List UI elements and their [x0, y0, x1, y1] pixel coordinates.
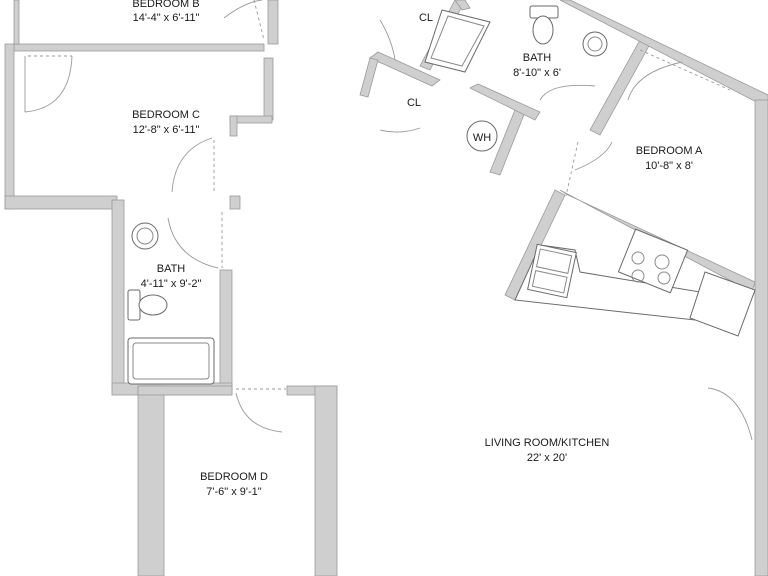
door-bedroom-a-opening: [639, 49, 731, 91]
closet-top-label: CL: [419, 12, 433, 24]
wall-bedroom-c-bottom: [4, 195, 118, 210]
bedroom-d-name: BEDROOM D: [200, 471, 268, 483]
bathtub-top: [424, 9, 491, 73]
water-heater: [466, 120, 498, 152]
kitchen-sink: [527, 243, 577, 299]
room-labels: BEDROOM B 14'-4" x 6'-11" BEDROOM C 12'-…: [132, 0, 703, 498]
door-bedroom-c-swing: [24, 55, 73, 113]
stove-burner-2: [654, 254, 670, 270]
door-bedroom-d: [235, 392, 283, 433]
wall-bedroom-d-left: [137, 385, 165, 576]
sink-left: [131, 222, 159, 250]
bedroom-c-name: BEDROOM C: [132, 109, 200, 121]
bath-left-name: BATH: [157, 263, 186, 275]
door-closet-c: [171, 137, 213, 193]
wall-bedroom-b-left: [13, 0, 20, 45]
toilet-top-bowl: [532, 15, 554, 45]
wall-closet-mid-top: [369, 51, 441, 87]
living-room-size: 22' x 20': [527, 452, 567, 464]
living-room-name: LIVING ROOM/KITCHEN: [485, 437, 610, 449]
kitchen-sink-basin-1: [535, 248, 573, 274]
bedroom-a-size: 10'-8" x 8': [645, 160, 693, 172]
bedroom-c-size: 12'-8" x 6'-11": [133, 124, 200, 136]
bedroom-d-size: 7'-6" x 9'-1": [206, 486, 262, 498]
closet-mid-label: CL: [407, 97, 421, 109]
toilet-left-bowl: [138, 294, 168, 316]
bathtub-left-inner: [132, 342, 210, 380]
wall-bath-top-bottom: [469, 83, 541, 121]
wall-bedroom-d-top-left: [137, 385, 233, 396]
sink-top: [582, 31, 608, 57]
wall-bedroom-d-right: [314, 385, 338, 576]
door-closet-top: [379, 19, 396, 61]
wall-bath-left-right: [219, 269, 233, 386]
wall-bath-left-top-right: [229, 195, 241, 210]
water-heater-label: WH: [473, 132, 491, 144]
bedroom-b-size: 14'-4" x 6'-11": [133, 12, 200, 24]
doors: [24, 0, 753, 441]
bath-top-size: 8'-10" x 6': [513, 67, 561, 79]
wall-bedroom-c-step-v: [229, 115, 238, 137]
wall-bath-left-left: [111, 199, 125, 391]
door-bath-left: [167, 217, 219, 269]
wall-bath-top-left: [454, 0, 471, 11]
bathtub-top-inner: [430, 15, 485, 67]
wall-bedroom-b-bottom: [13, 43, 265, 52]
bathtub-left: [127, 337, 215, 385]
sink-left-inner: [136, 227, 154, 245]
door-bedroom-a-entry: [574, 141, 613, 171]
door-living-right: [707, 387, 753, 441]
fixtures: [127, 5, 756, 385]
wall-bedroom-c-right: [263, 57, 274, 121]
kitchen-sink-basin-2: [531, 270, 568, 294]
refrigerator: [689, 271, 756, 337]
door-bath-top: [539, 84, 596, 101]
door-bedroom-a: [627, 61, 683, 101]
bedroom-a-name: BEDROOM A: [636, 145, 703, 157]
door-bedroom-b: [223, 0, 263, 19]
toilet-left-tank: [127, 289, 141, 321]
wall-closet-mid-left: [359, 57, 379, 98]
stove-burner-4: [657, 271, 671, 285]
bedroom-b-name: BEDROOM B: [132, 0, 199, 10]
wall-top-left-corner: [267, 0, 279, 45]
door-bedroom-b-opening: [253, 0, 265, 41]
bath-left-size: 4'-11" x 9'-2": [141, 278, 202, 290]
bath-top-name: BATH: [523, 52, 552, 64]
wall-bedroom-a-top: [559, 0, 768, 109]
stove-burner-3: [631, 269, 645, 283]
door-closet-mid: [379, 127, 421, 133]
stove-burner-1: [631, 251, 645, 265]
wall-left-outer: [4, 43, 15, 210]
walls: [4, 0, 768, 576]
sink-top-inner: [587, 36, 603, 52]
door-bedroom-a-entry-opening: [565, 141, 579, 197]
wall-living-right: [754, 99, 768, 576]
